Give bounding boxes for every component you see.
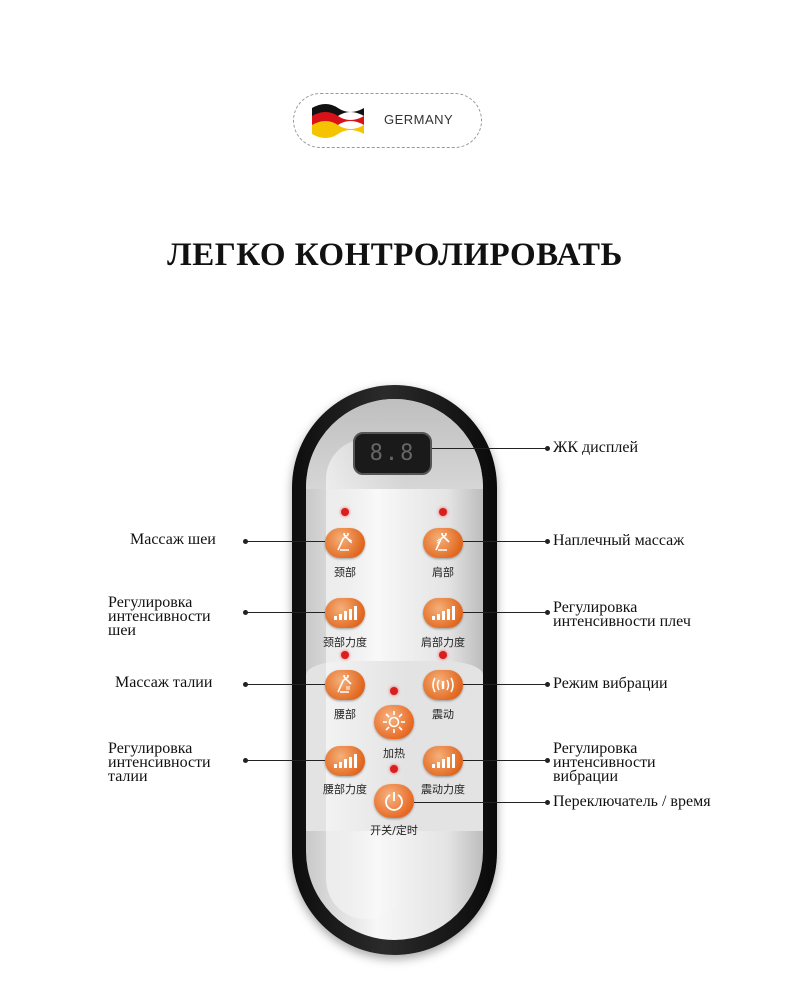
neck-intensity-button[interactable] <box>325 598 365 628</box>
intensity-bars-icon <box>432 754 455 768</box>
vibration-intensity-button[interactable] <box>423 746 463 776</box>
shoulder-intensity-label: 肩部力度 <box>421 636 465 649</box>
callout-neck: Массаж шеи <box>130 531 216 548</box>
led-heat <box>390 687 398 695</box>
led-waist <box>341 651 349 659</box>
callout-power: Переключатель / время <box>553 793 711 810</box>
germany-badge: GERMANY <box>293 93 482 148</box>
callout-lcd: ЖК дисплей <box>553 439 639 456</box>
waist-intensity-button[interactable] <box>325 746 365 776</box>
badge-text: GERMANY <box>384 112 454 127</box>
vibration-label: 震动 <box>432 708 454 721</box>
led-vibration <box>439 651 447 659</box>
vibration-icon <box>432 677 454 693</box>
page-title: ЛЕГКО КОНТРОЛИРОВАТЬ <box>167 237 623 273</box>
neck-massage-button[interactable] <box>325 528 365 558</box>
led-power <box>390 765 398 773</box>
waist-intensity-label: 腰部力度 <box>323 783 367 796</box>
intensity-bars-icon <box>334 606 357 620</box>
waist-label: 腰部 <box>334 708 356 721</box>
callout-waist-intensity: Регулировка интенсивности талии <box>108 740 211 785</box>
lcd-digits: 8.8 <box>369 441 416 466</box>
power-label: 开关/定时 <box>370 824 418 837</box>
shoulder-massage-button[interactable] <box>423 528 463 558</box>
power-icon <box>385 792 403 811</box>
callout-vibration: Режим вибрации <box>553 675 668 692</box>
callout-vibration-intensity: Регулировка интенсивности вибрации <box>553 740 656 785</box>
intensity-bars-icon <box>334 754 357 768</box>
lcd-display: 8.8 <box>353 432 432 475</box>
vibration-intensity-label: 震动力度 <box>421 783 465 796</box>
neck-intensity-label: 颈部力度 <box>323 636 367 649</box>
waist-icon <box>337 675 352 693</box>
remote-face <box>306 399 483 940</box>
led-shoulder <box>439 508 447 516</box>
heat-label: 加热 <box>383 747 405 760</box>
callout-shoulder-intensity: Регулировка интенсивности плеч <box>553 599 691 630</box>
heat-button[interactable] <box>374 705 414 739</box>
callout-waist: Массаж талии <box>115 674 213 691</box>
shoulder-label: 肩部 <box>432 566 454 579</box>
led-neck <box>341 508 349 516</box>
sun-icon <box>383 711 405 733</box>
shoulder-intensity-button[interactable] <box>423 598 463 628</box>
waist-massage-button[interactable] <box>325 670 365 700</box>
power-timer-button[interactable] <box>374 784 414 818</box>
neck-label: 颈部 <box>334 566 356 579</box>
vibration-mode-button[interactable] <box>423 670 463 700</box>
germany-flag-icon <box>312 104 364 138</box>
callout-neck-intensity: Регулировка интенсивности шеи <box>108 594 211 639</box>
neck-icon <box>337 533 353 551</box>
intensity-bars-icon <box>432 606 455 620</box>
shoulder-icon <box>435 533 450 551</box>
callout-shoulder: Наплечный массаж <box>553 532 685 549</box>
